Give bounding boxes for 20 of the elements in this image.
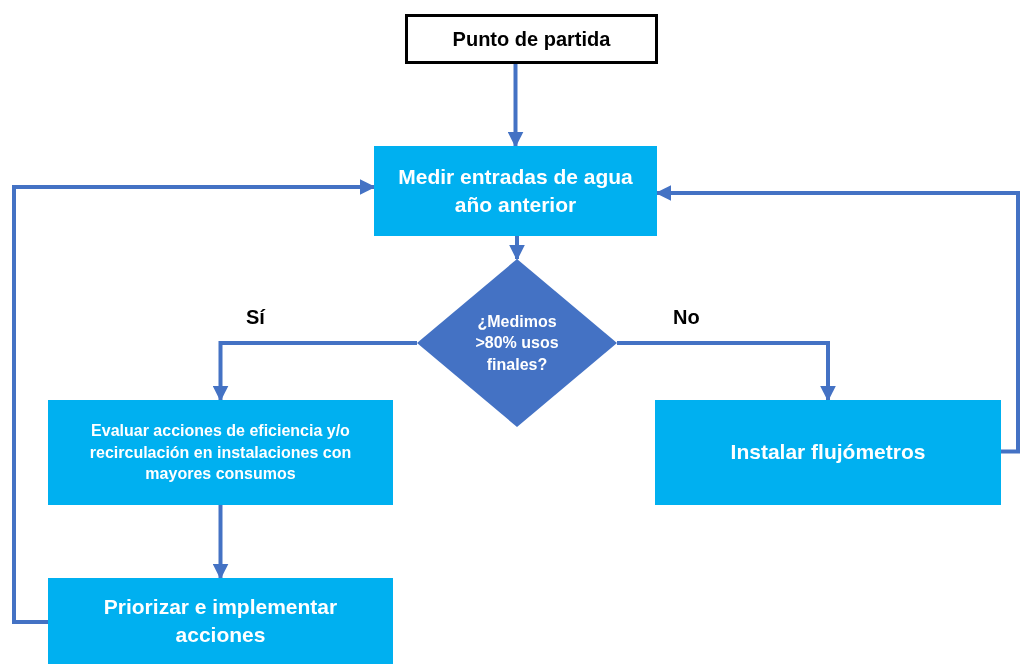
arrow [212,505,229,580]
process-box [655,400,1001,505]
node-text: Priorizar e implementar acciones [102,593,339,648]
start-box [405,14,658,64]
process-box [48,578,393,664]
node-text: Evaluar acciones de eficiencia y/o recirculación en instalaciones con mayores consumos [88,421,353,485]
arrow [212,341,417,402]
process-box [374,146,657,236]
node-text: Instalar flujómetros [730,439,926,466]
arrow [507,64,524,148]
process-box [48,400,393,505]
node-text: Punto de partida [452,26,611,52]
node-text: ¿Medimos >80% usos finales? [474,311,560,375]
arrow [509,236,525,261]
arrow [12,179,376,624]
edge-label: Sí [246,306,265,329]
node-text: Medir entradas de agua año anterior [397,163,634,218]
arrow [617,341,836,402]
decision-diamond [417,259,617,427]
edge-label: No [673,306,700,329]
